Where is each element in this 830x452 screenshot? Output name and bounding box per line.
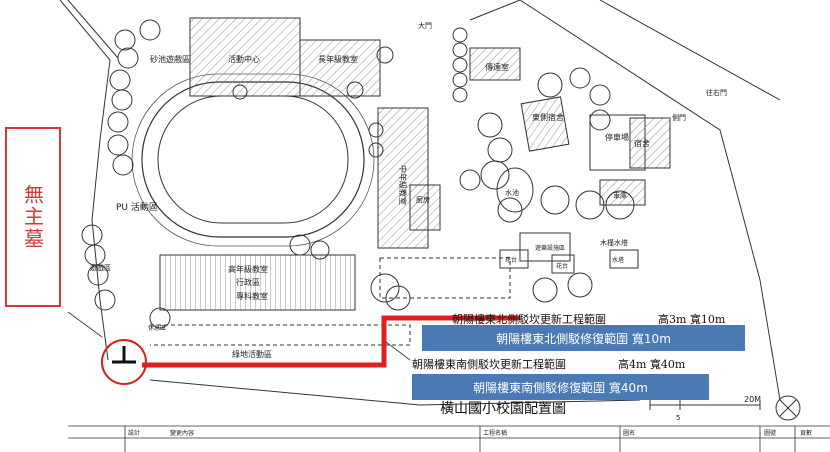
- title-block: [68, 425, 830, 452]
- label-gate-road: 往右門: [706, 88, 727, 97]
- label-running-area: 綠地活動區: [232, 349, 272, 359]
- label-senior-class: 長年級教室: [318, 54, 358, 64]
- north-repair-callout: 朝陽樓東北側駁修復範圍 寬10m: [422, 325, 745, 351]
- label-parking: 停車場: [605, 132, 629, 142]
- south-range-dims: 高4m 寬40m: [618, 357, 686, 371]
- label-small2: 花台: [556, 262, 568, 270]
- label-middle-block: 中年級教室: [398, 165, 408, 205]
- label-guard: 傳達室: [485, 62, 509, 72]
- label-kitchen: 廚房: [416, 195, 430, 204]
- label-admin: 高年級教室: [228, 264, 268, 274]
- label-play-area: 遊戲區: [90, 263, 111, 272]
- scale-mid-label: 5: [676, 414, 680, 422]
- tb-pages: 頁數: [800, 429, 812, 437]
- north-repair-text: 朝陽樓東北側駁修復範圍 寬10m: [496, 331, 671, 346]
- running-track: [131, 73, 375, 247]
- buildings: [159, 17, 671, 311]
- label-activity-center: 活動中心: [228, 54, 260, 64]
- label-dorm-b: 宿舍: [634, 138, 650, 148]
- unclaimed-grave-box: 無主墓: [5, 127, 61, 307]
- campus-boundary: [59, 0, 781, 406]
- label-admin3: 專科教室: [236, 291, 268, 301]
- map-title: 橫山國小校園配置圖: [440, 400, 566, 417]
- label-garage: 車庫: [613, 191, 627, 200]
- label-dorm-a: 東側宿舍: [532, 112, 564, 122]
- range-annotations: 朝陽樓東北側駁坎更新工程範圍 高3m 寬10m 朝陽樓東南側駁坎更新工程範圍 高…: [412, 312, 761, 422]
- label-pu-field: PU 活動區: [116, 201, 158, 213]
- south-repair-callout: 朝陽樓東南側駁修復範圍 寬40m: [412, 374, 709, 400]
- north-range-dims: 高3m 寬10m: [658, 312, 726, 326]
- map-labels: 砂池遊戲區 活動中心 長年級教室 大門 傳達室 往右門 東側宿舍 停車場 宿舍 …: [90, 21, 727, 359]
- leader-lines: [67, 311, 411, 361]
- title-block-labels: 設計 變更內容 工程名稱 圖名 圖號 頁數: [128, 429, 812, 437]
- tb-drawing: 圖名: [623, 429, 635, 437]
- label-garden: 木槿水塔: [600, 238, 628, 247]
- label-small1: 花台: [505, 256, 517, 264]
- north-range-label: 朝陽樓東北側駁坎更新工程範圍: [452, 312, 606, 326]
- scale-label: 20M: [744, 395, 761, 404]
- label-pond: 水池: [505, 188, 519, 197]
- tb-design: 設計: [128, 429, 140, 437]
- north-arrow-icon: [775, 395, 801, 421]
- label-sandpit: 砂池遊戲區: [150, 54, 190, 64]
- label-side-gate: 側門: [672, 113, 686, 122]
- tb-number: 圖號: [764, 429, 776, 437]
- grave-marker: [101, 339, 147, 385]
- label-admin2: 行政區: [236, 277, 260, 287]
- label-main-gate: 大門: [418, 21, 432, 30]
- work-area-outlines: [150, 257, 511, 346]
- pond-shape: [496, 167, 534, 213]
- tb-change: 變更內容: [170, 429, 194, 437]
- scale-bar: [649, 400, 761, 410]
- south-range-label: 朝陽樓東南側駁坎更新工程範圍: [412, 357, 566, 371]
- label-rest: 休息區: [148, 324, 166, 332]
- label-water-tank: 水塔: [612, 256, 624, 264]
- repair-highlight: [142, 315, 520, 368]
- tb-project: 工程名稱: [483, 429, 507, 437]
- unclaimed-grave-label: 無主墓: [20, 184, 45, 250]
- label-shed: 遊樂設施區: [535, 244, 565, 252]
- trees: [81, 19, 635, 329]
- south-repair-text: 朝陽樓東南側駁修復範圍 寬40m: [473, 380, 648, 395]
